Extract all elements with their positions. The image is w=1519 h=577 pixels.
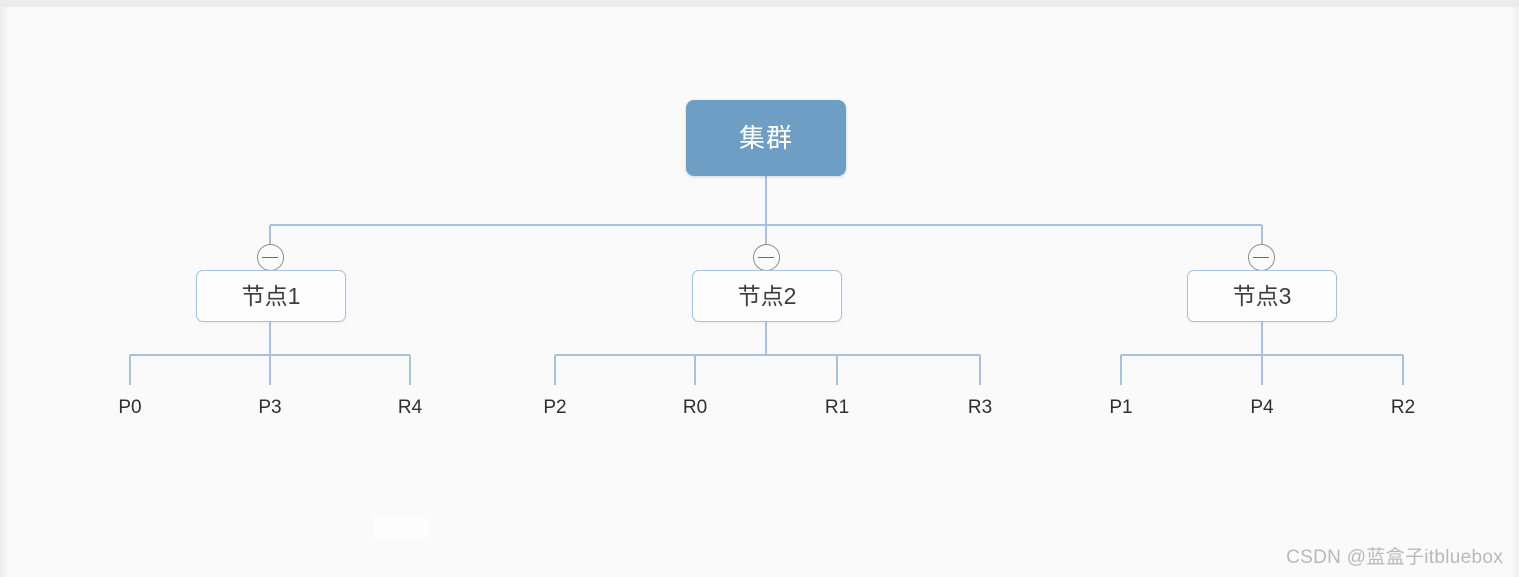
leaf-label[interactable]: P4 [1250, 397, 1274, 418]
right-edge-shading [1511, 7, 1519, 577]
leaf-label[interactable]: P0 [118, 397, 142, 418]
leaf-label[interactable]: R3 [967, 397, 993, 418]
node-box-node1[interactable]: 节点1 [196, 270, 346, 322]
root-node-cluster[interactable]: 集群 [686, 100, 846, 176]
leaf-label[interactable]: P3 [258, 397, 282, 418]
top-edge-strip [0, 0, 1519, 7]
background-artifact [373, 517, 428, 538]
minus-circle-icon[interactable] [1248, 244, 1275, 271]
node-box-node2[interactable]: 节点2 [692, 270, 842, 322]
node-label: 节点3 [1232, 282, 1292, 309]
leaf-label[interactable]: R4 [397, 397, 423, 418]
watermark-prefix: CSDN @ [1286, 547, 1367, 568]
left-edge-shading [0, 7, 10, 577]
watermark: CSDN @蓝盒子itbluebox [1286, 542, 1503, 569]
node-label: 节点1 [241, 282, 301, 309]
node-label: 节点2 [737, 282, 797, 309]
node-box-node3[interactable]: 节点3 [1187, 270, 1337, 322]
leaf-label[interactable]: R2 [1390, 397, 1416, 418]
leaf-label[interactable]: P1 [1109, 397, 1133, 418]
minus-circle-icon[interactable] [257, 244, 284, 271]
leaf-label[interactable]: R1 [824, 397, 850, 418]
leaf-label[interactable]: R0 [682, 397, 708, 418]
root-node-label: 集群 [738, 123, 793, 153]
minus-circle-icon[interactable] [753, 244, 780, 271]
leaf-label[interactable]: P2 [543, 397, 567, 418]
watermark-author: 蓝盒子itbluebox [1366, 547, 1503, 568]
